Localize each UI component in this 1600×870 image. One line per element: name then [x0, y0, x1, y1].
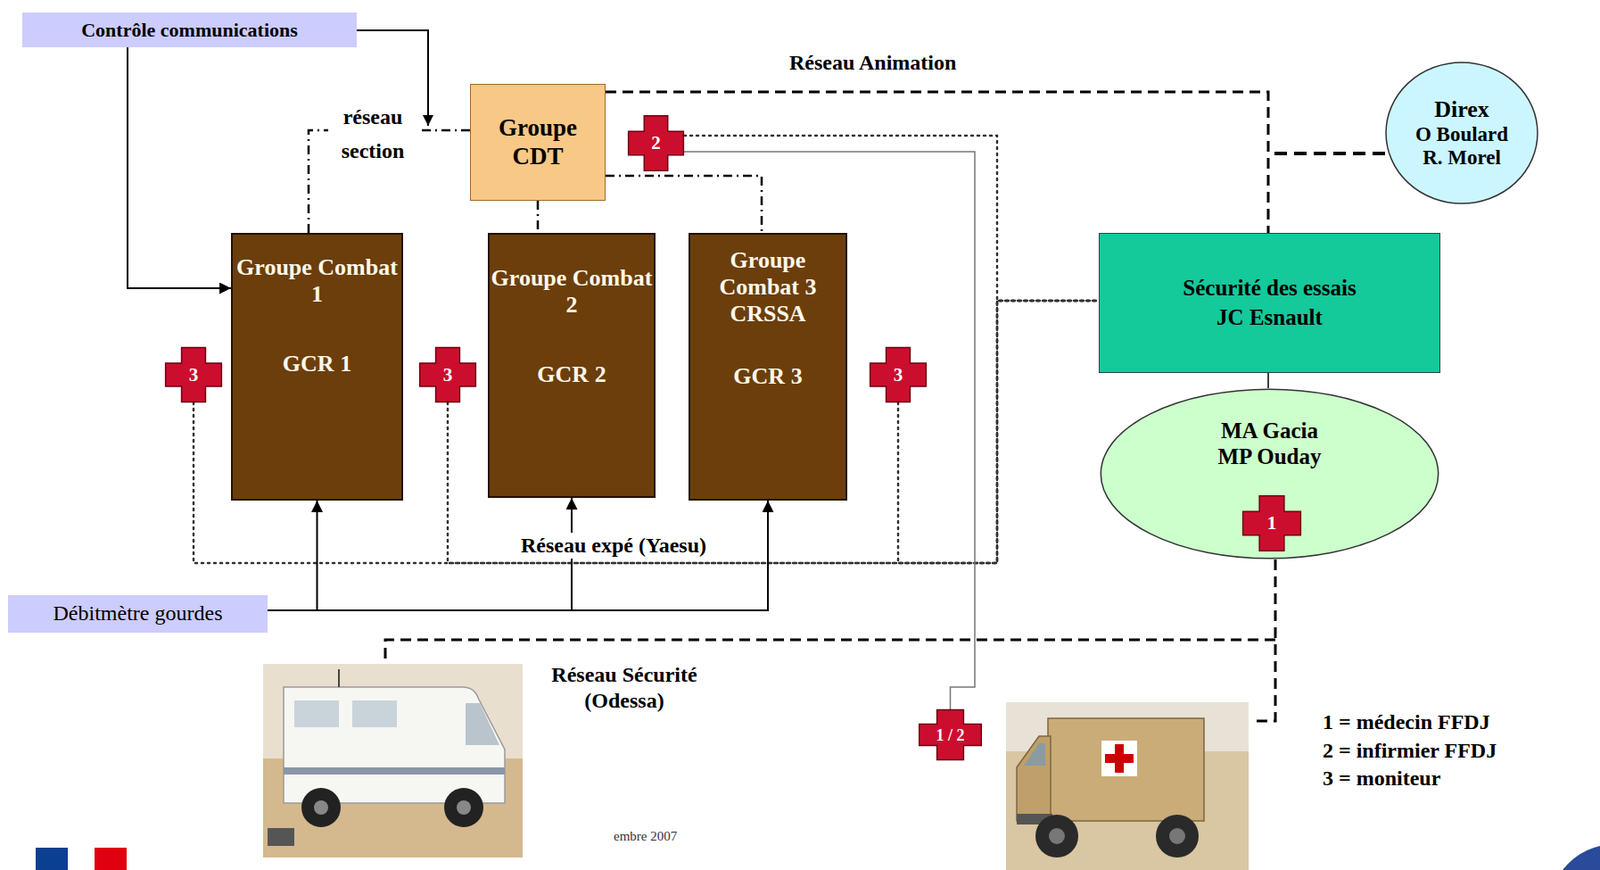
cross-outline — [1243, 495, 1302, 552]
combat-group-box: Groupe Combat 2 GCR 2 — [487, 232, 656, 498]
medic-cross: 1 / 2 — [918, 709, 982, 760]
combat-group-box: Groupe Combat 1 GCR 1 — [230, 232, 404, 501]
doctor-cross: 1 — [1242, 494, 1302, 552]
cross-outline — [919, 709, 982, 760]
connector — [267, 500, 768, 611]
connector — [1267, 372, 1270, 388]
connector — [684, 151, 975, 710]
monitor-cross: 3 — [869, 346, 927, 403]
flag-logo — [35, 847, 127, 870]
network-label: Réseau expé (Yaesu) — [517, 532, 710, 559]
ambulance-photo — [1006, 701, 1249, 870]
callout-number: 1 / 2 — [935, 726, 965, 743]
node-text: GCR 3 — [733, 362, 802, 390]
legend-text: 3 = moniteur — [1322, 766, 1441, 790]
legend-entry: 2 = infirmier FFDJ — [1322, 737, 1497, 764]
network-label: réseau section — [328, 99, 418, 168]
ellipse-outline — [1385, 62, 1538, 204]
direction-circle: DirexO Boulard R. Morel — [1385, 61, 1539, 205]
monitor-cross: 3 — [419, 346, 477, 403]
callout-number: 3 — [189, 365, 199, 385]
medical-ellipse: MA Gacia MP Ouday 1 — [1098, 387, 1441, 560]
node-text: Groupe Combat 3 CRSSA — [690, 247, 846, 328]
connector — [605, 91, 1269, 233]
cross-outline — [165, 347, 223, 403]
network-line — [385, 639, 1276, 664]
network-label: Réseau Sécurité (Odessa) — [526, 661, 723, 714]
command-group-box: Groupe CDT — [470, 83, 606, 201]
combat-group-box: Groupe Combat 3 CRSSA GCR 3 — [688, 232, 848, 501]
connector — [267, 500, 318, 611]
node-text: Direx — [1434, 96, 1490, 124]
safety-box: Sécurité des essais JC Esnault — [1098, 232, 1441, 373]
callout-number: 3 — [443, 365, 454, 385]
node-text: JC Esnault — [1216, 305, 1323, 331]
connector — [127, 47, 231, 289]
node-text: MA Gacia MP Ouday — [1212, 418, 1328, 471]
node-text: Groupe Combat 2 — [489, 264, 654, 319]
callout-number: 1 — [1267, 513, 1278, 533]
cross-outline — [628, 115, 685, 172]
cross-outline — [870, 347, 927, 403]
legend-entry: 1 = médecin FFDJ — [1322, 709, 1491, 735]
flowmeter-box: Débitmètre gourdes — [8, 594, 268, 633]
network-label: Réseau Animation — [789, 49, 957, 76]
control-box: Contrôle communications — [22, 12, 357, 48]
node-text: O Boulard R. Morel — [1404, 123, 1519, 171]
legend-entry: 3 = moniteur — [1322, 765, 1441, 792]
ellipse-outline — [1100, 388, 1438, 559]
legend-text: 1 = médecin FFDJ — [1322, 709, 1491, 734]
footer-text: embre 2007 — [613, 827, 677, 844]
node-text: Contrôle communications — [81, 18, 298, 42]
callout-number: 2 — [651, 133, 661, 153]
connector — [536, 200, 540, 233]
connector — [605, 175, 762, 233]
van-photo — [263, 663, 523, 858]
node-text: Groupe CDT — [470, 114, 605, 170]
connector — [898, 300, 1099, 563]
node-text: Groupe Combat 1 — [232, 254, 402, 308]
legend-text: 2 = infirmier FFDJ — [1322, 738, 1497, 762]
monitor-cross: 3 — [164, 346, 223, 403]
node-text: Débitmètre gourdes — [53, 601, 223, 627]
callout-number: 3 — [893, 365, 904, 385]
node-text: Sécurité des essais — [1182, 275, 1356, 302]
nurse-cross: 2 — [627, 115, 685, 172]
cross-outline — [420, 347, 477, 403]
node-text: GCR 2 — [536, 361, 606, 388]
corner-logo — [1562, 845, 1600, 870]
node-text: GCR 1 — [282, 350, 352, 378]
connector — [1268, 151, 1386, 156]
